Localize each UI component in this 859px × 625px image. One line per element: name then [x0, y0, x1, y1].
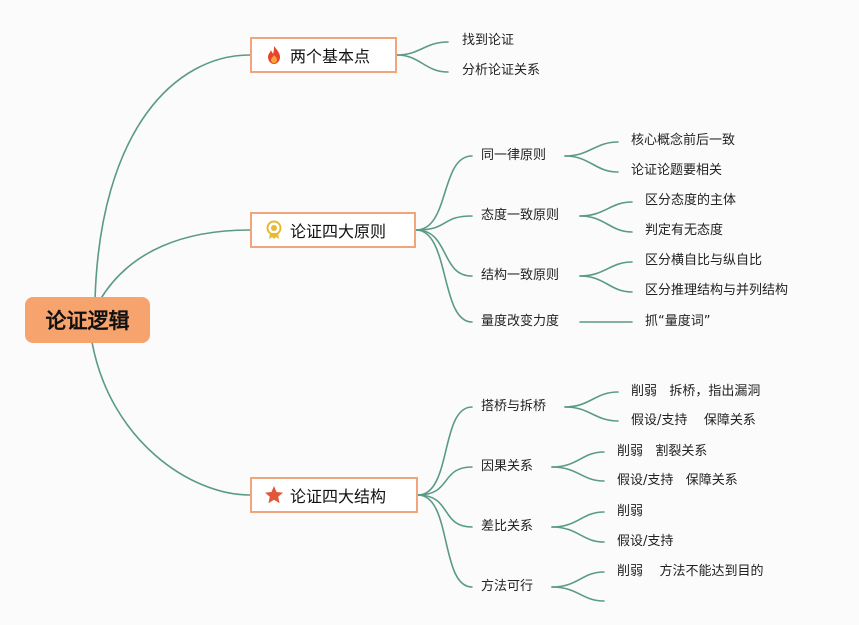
node-difference[interactable]: 差比关系	[481, 519, 534, 534]
node-identity-principle[interactable]: 同一律原则	[481, 148, 547, 163]
branch-four-structures[interactable]: 论证四大结构	[250, 477, 418, 513]
star-icon	[264, 485, 284, 505]
leaf-bridge-weaken[interactable]: 削弱 拆桥，指出漏洞	[631, 384, 761, 399]
medal-icon	[264, 220, 284, 240]
node-attitude-principle[interactable]: 态度一致原则	[481, 208, 560, 223]
node-causal[interactable]: 因果关系	[481, 459, 534, 474]
leaf-structure-types[interactable]: 区分推理结构与并列结构	[645, 283, 789, 298]
leaf-find-argument[interactable]: 找到论证	[462, 33, 515, 48]
leaf-core-concept[interactable]: 核心概念前后一致	[631, 133, 736, 148]
leaf-analyze-relation[interactable]: 分析论证关系	[462, 63, 541, 78]
node-bridge[interactable]: 搭桥与拆桥	[481, 399, 547, 414]
leaf-causal-support[interactable]: 假设/支持 保障关系	[617, 473, 738, 488]
root-node[interactable]: 论证逻辑	[25, 297, 150, 343]
node-degree-change[interactable]: 量度改变力度	[481, 314, 560, 329]
branch-basic-points[interactable]: 两个基本点	[250, 37, 397, 73]
leaf-topic-relevant[interactable]: 论证论题要相关	[631, 163, 723, 178]
branch-four-principles[interactable]: 论证四大原则	[250, 212, 416, 248]
leaf-compare-types[interactable]: 区分横自比与纵自比	[645, 253, 763, 268]
node-structure-principle[interactable]: 结构一致原则	[481, 268, 560, 283]
leaf-difference-support[interactable]: 假设/支持	[617, 534, 674, 549]
leaf-attitude-exists[interactable]: 判定有无态度	[645, 223, 724, 238]
branch-label: 两个基本点	[290, 47, 371, 66]
leaf-bridge-support[interactable]: 假设/支持 保障关系	[631, 413, 756, 428]
branch-label: 论证四大结构	[290, 487, 387, 506]
leaf-causal-weaken[interactable]: 削弱 割裂关系	[617, 444, 708, 459]
node-method[interactable]: 方法可行	[481, 579, 534, 594]
leaf-method-weaken[interactable]: 削弱 方法不能达到目的	[617, 564, 764, 579]
leaf-degree-words[interactable]: 抓“量度词”	[645, 314, 711, 329]
leaf-difference-weaken[interactable]: 削弱	[617, 504, 644, 519]
branch-label: 论证四大原则	[290, 222, 387, 241]
leaf-attitude-subject[interactable]: 区分态度的主体	[645, 193, 737, 208]
fire-icon	[264, 45, 284, 65]
